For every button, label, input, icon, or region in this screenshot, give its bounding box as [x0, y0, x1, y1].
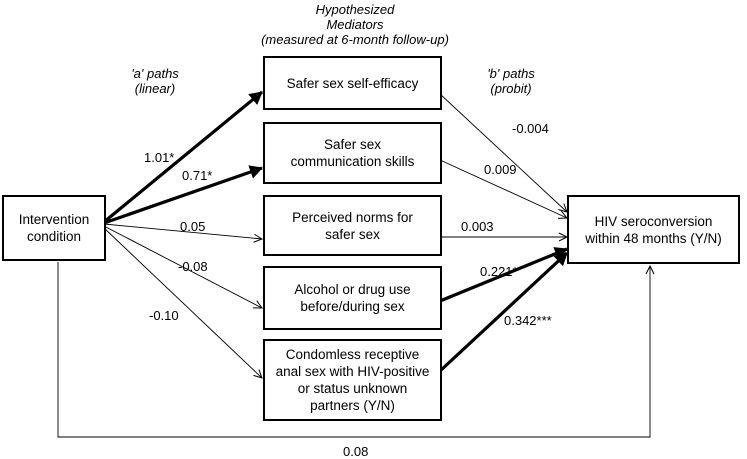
a-path-4 [103, 225, 262, 308]
mediators-header-line1: Hypothesized [315, 2, 395, 17]
b-coefficient-3: 0.003 [461, 219, 494, 234]
mediators-header-line2: Mediators [326, 17, 384, 32]
outcome-node: HIV seroconversion within 48 months (Y/N… [567, 195, 740, 264]
b-path-4 [439, 247, 568, 303]
mediator-label-4: Alcohol or drug use before/during sex [294, 282, 411, 314]
direct-path [57, 262, 650, 438]
b-path-5 [438, 251, 569, 373]
mediator-label-2: Safer sex communication skills [290, 137, 415, 169]
b-coefficient-5: 0.342*** [504, 313, 552, 328]
mediator-label-3: Perceived norms for safer sex [292, 209, 413, 242]
a-coefficient-4: -0.08 [178, 259, 208, 274]
b-coefficient-1: -0.004 [512, 121, 549, 136]
mediator-node-4: Alcohol or drug use before/during sex [263, 266, 442, 330]
direct-effect-coefficient: 0.08 [343, 444, 369, 459]
a-paths-header-line2: (linear) [134, 81, 176, 96]
a-paths-header-line1: 'a' paths [131, 66, 179, 81]
a-path-3 [103, 223, 262, 239]
a-path-2 [103, 165, 263, 225]
a-coefficient-3: 0.05 [180, 219, 206, 234]
mediators-header-line3: (measured at 6-month follow-up) [261, 32, 449, 47]
b-paths-header-line2: (probit) [490, 81, 532, 96]
a-paths-header: 'a' paths (linear) [110, 66, 200, 96]
intervention-label: Intervention condition [18, 212, 90, 244]
mediator-node-3: Perceived norms for safer sex [263, 195, 442, 256]
intervention-node: Intervention condition [2, 195, 106, 261]
mediator-node-5: Condomless receptive anal sex with HIV-p… [263, 339, 442, 421]
mediators-header: Hypothesized Mediators (measured at 6-mo… [220, 2, 490, 47]
a-coefficient-2: 0.71* [182, 168, 213, 183]
b-coefficient-4: 0.221* [480, 264, 518, 279]
a-coefficient-1: 1.01* [144, 150, 175, 165]
a-path-5 [103, 227, 262, 378]
b-path-2 [439, 159, 567, 218]
mediator-label-5: Condomless receptive anal sex with HIV-p… [275, 347, 430, 413]
b-paths-header-line1: 'b' paths [487, 66, 535, 81]
a-coefficient-5: -0.10 [149, 308, 179, 323]
b-paths-header: 'b' paths (probit) [466, 66, 556, 96]
mediator-node-2: Safer sex communication skills [263, 122, 442, 184]
outcome-label: HIV seroconversion within 48 months (Y/N… [585, 213, 722, 246]
a-path-1 [102, 90, 264, 224]
b-coefficient-2: 0.009 [484, 162, 517, 177]
mediator-label-1: Safer sex self-efficacy [286, 75, 419, 91]
mediator-node-1: Safer sex self-efficacy [263, 56, 442, 110]
b-path-1 [439, 93, 567, 212]
